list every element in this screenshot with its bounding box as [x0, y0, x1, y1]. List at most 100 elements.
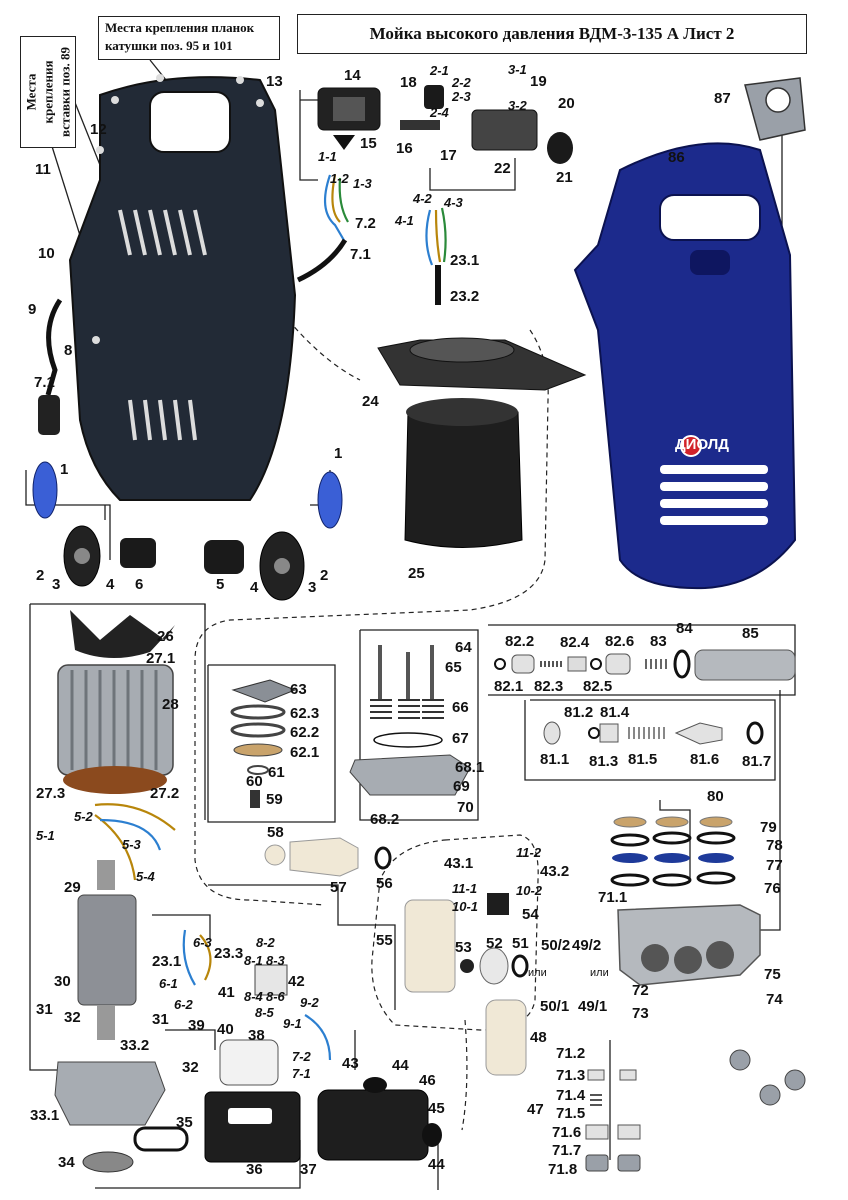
callout-71-7: 71.7: [552, 1142, 582, 1159]
callout-50-2: 50/2: [541, 937, 571, 954]
callout-16: 16: [396, 140, 413, 157]
callout-9-1: 9-1: [283, 1016, 302, 1031]
callout-70: 70: [457, 799, 474, 816]
callout-81-5: 81.5: [628, 751, 658, 768]
page-title: Мойка высокого давления ВДМ-3-135 А Лист…: [297, 14, 807, 54]
callout-9: 9: [28, 301, 37, 318]
callout-19: 19: [530, 73, 547, 90]
callout-5-2: 5-2: [74, 809, 93, 824]
callout-39: 39: [188, 1017, 205, 1034]
callout-64: 64: [455, 639, 472, 656]
callout-68-2: 68.2: [370, 811, 400, 828]
end-shield-33: [54, 1061, 166, 1126]
callout-8-2: 8-2: [256, 935, 275, 950]
callout-4-2: 4-2: [413, 191, 432, 206]
part-18: [424, 85, 444, 109]
callout-4-3: 4-3: [444, 195, 463, 210]
gasket-35: [133, 1126, 189, 1152]
callout-3-1: 3-1: [508, 62, 527, 77]
callout-23-1-b: 23.1: [152, 953, 182, 970]
callout-41: 41: [218, 984, 235, 1001]
callout-23-3: 23.3: [214, 945, 244, 962]
callout-10-2: 10-2: [516, 883, 543, 898]
callout-1-left: 1: [60, 461, 69, 478]
callout-27-1: 27.1: [146, 650, 176, 667]
callout-8-6: 8-6: [266, 989, 285, 1004]
callout-4-1: 4-1: [395, 213, 414, 228]
callout-71-1: 71.1: [598, 889, 628, 906]
callout-12: 12: [90, 121, 107, 138]
callout-82-2: 82.2: [505, 633, 535, 650]
callout-44-top: 44: [392, 1057, 409, 1074]
callout-52: 52: [486, 935, 503, 952]
callout-5: 5: [216, 576, 225, 593]
callout-17: 17: [440, 147, 457, 164]
cover-36: [204, 1091, 301, 1163]
callout-27-2: 27.2: [150, 785, 180, 802]
callout-3-left: 3: [52, 576, 61, 593]
valve-stacks: [585, 1049, 806, 1172]
callout-78: 78: [766, 837, 783, 854]
callout-62-1: 62.1: [290, 744, 320, 761]
callout-71-6: 71.6: [552, 1124, 582, 1141]
callout-3-2: 3-2: [508, 98, 527, 113]
callout-4-right: 4: [250, 579, 259, 596]
callout-49-1: 49/1: [578, 998, 608, 1015]
callout-87: 87: [714, 90, 731, 107]
label-or-2: или: [590, 967, 609, 979]
callout-43-2: 43.2: [540, 863, 570, 880]
tank-48: [485, 999, 527, 1076]
callout-29: 29: [64, 879, 81, 896]
front-cover: [573, 142, 797, 590]
callout-28: 28: [162, 696, 179, 713]
callout-8-3: 8-3: [266, 953, 285, 968]
callout-74: 74: [766, 991, 783, 1008]
callout-53: 53: [455, 939, 472, 956]
callout-33-1: 33.1: [30, 1107, 60, 1124]
pump-manifold: [610, 816, 761, 986]
callout-11-2: 11-2: [516, 845, 542, 860]
callout-23-1: 23.1: [450, 252, 480, 269]
callout-71-3: 71.3: [556, 1067, 586, 1084]
callout-66: 66: [452, 699, 469, 716]
callout-59: 59: [266, 791, 283, 808]
callout-76: 76: [764, 880, 781, 897]
callout-62-3: 62.3: [290, 705, 320, 722]
callout-82-4: 82.4: [560, 634, 590, 651]
callout-71-8: 71.8: [548, 1161, 578, 1178]
callout-20: 20: [558, 95, 575, 112]
callout-82-5: 82.5: [583, 678, 613, 695]
callout-80: 80: [707, 788, 724, 805]
callout-2-4: 2-4: [430, 105, 449, 120]
note-insert-mounts-text: Места крепления вставки поз. 89: [23, 47, 73, 137]
wheels: [32, 461, 343, 601]
callout-1-1: 1-1: [318, 149, 337, 164]
callout-27-3: 27.3: [36, 785, 66, 802]
callout-44-bottom: 44: [428, 1156, 445, 1173]
callout-65: 65: [445, 659, 462, 676]
callout-81-4: 81.4: [600, 704, 630, 721]
bearing-34: [82, 1151, 134, 1173]
unloader-valve: [494, 649, 796, 681]
callout-72: 72: [632, 982, 649, 999]
callout-81-2: 81.2: [564, 704, 594, 721]
callout-31-left: 31: [36, 1001, 53, 1018]
callout-11: 11: [35, 161, 51, 178]
callout-11-1: 11-1: [452, 881, 478, 896]
callout-30: 30: [54, 973, 71, 990]
callout-15: 15: [360, 135, 377, 152]
callout-67: 67: [452, 730, 469, 747]
callout-5-1: 5-1: [36, 828, 55, 843]
callout-82-3: 82.3: [534, 678, 564, 695]
callout-4-left: 4: [106, 576, 115, 593]
note-insert-mounts: Места крепления вставки поз. 89: [20, 36, 76, 148]
callout-24: 24: [362, 393, 379, 410]
callout-81-6: 81.6: [690, 751, 720, 768]
callout-81-3: 81.3: [589, 753, 619, 770]
callout-9-2: 9-2: [300, 995, 319, 1010]
callout-14: 14: [344, 67, 361, 84]
callout-83: 83: [650, 633, 667, 650]
callout-2-3: 2-3: [452, 89, 471, 104]
callout-3-right: 3: [308, 579, 317, 596]
